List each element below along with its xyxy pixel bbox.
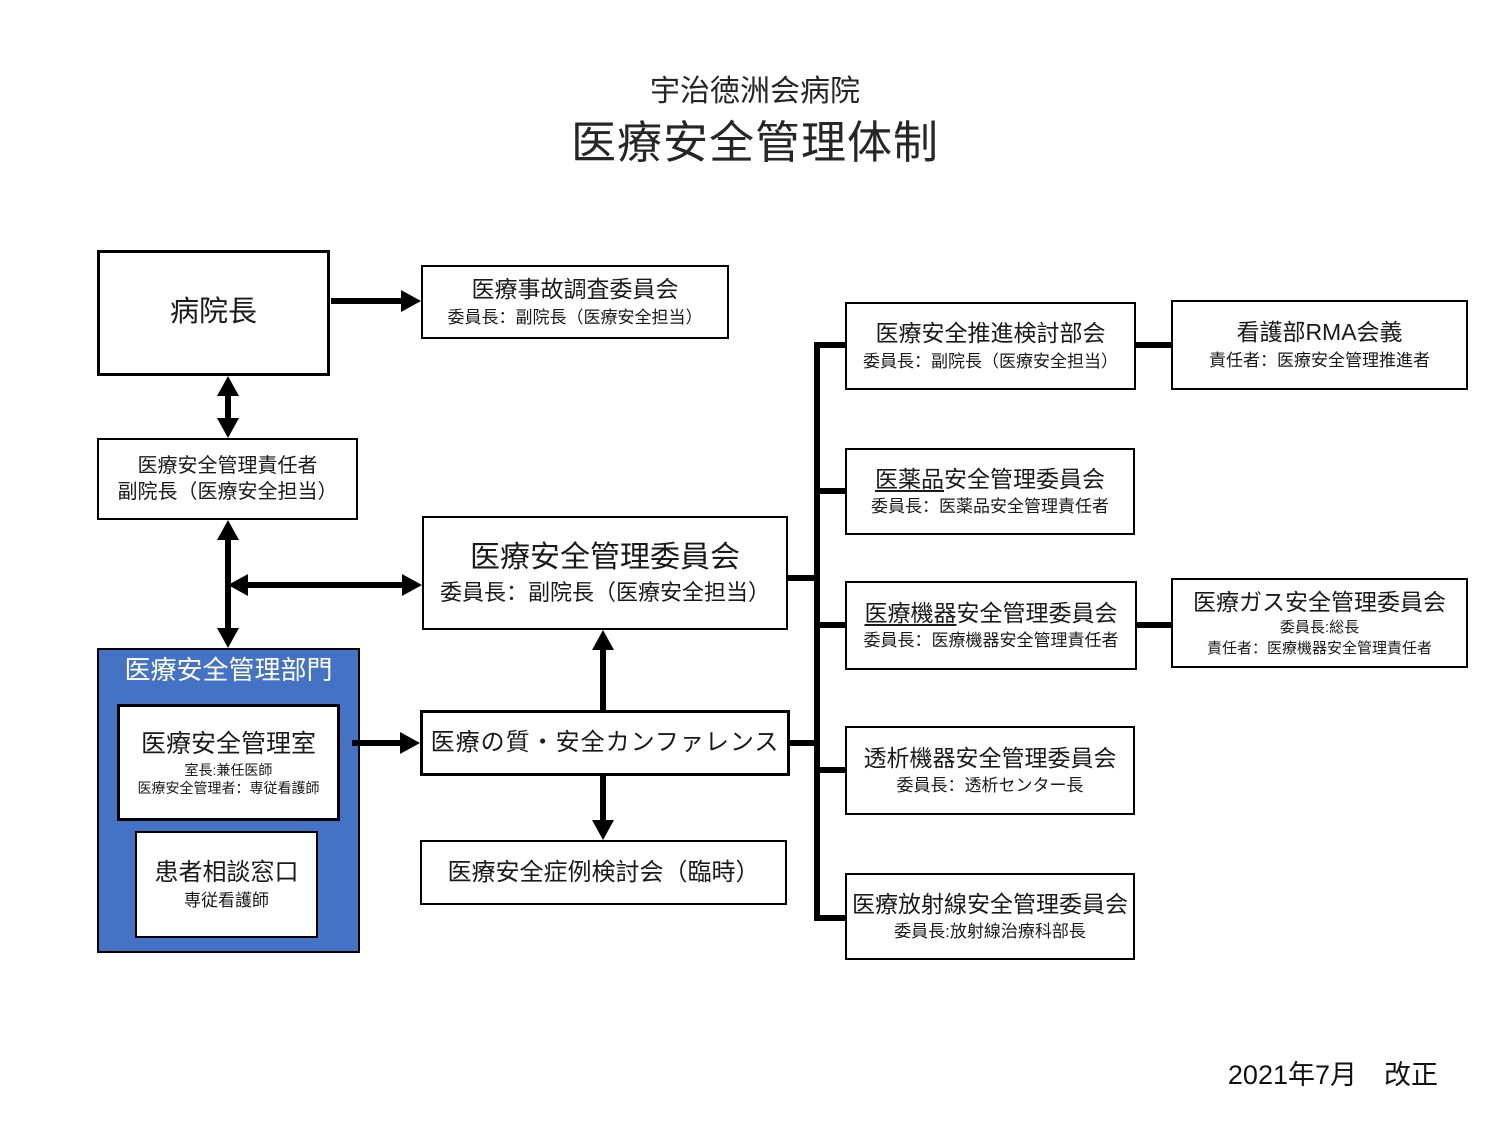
node-quality-conference-title: 医療の質・安全カンファレンス [430,729,780,757]
node-safety-office-sub2: 医療安全管理者：専従看護師 [137,780,320,797]
node-case-review-title: 医療安全症例検討会（臨時） [447,858,760,886]
connector-stub-dialysis [814,767,845,773]
connector-stub-pharmaceutical [814,488,845,494]
connector-stub-promotion [814,342,845,348]
connector-promotion-rma [1136,342,1171,348]
node-patient-consultation-title: 患者相談窓口 [154,859,299,887]
node-safety-office-title: 医療安全管理室 [140,729,316,758]
revision-note: 2021年7月 改正 [1227,1060,1438,1090]
node-patient-consultation: 患者相談窓口 専従看護師 [135,831,318,938]
arrowhead-down-division [217,628,239,648]
node-medical-gas-sub2: 責任者：医療機器安全管理責任者 [1206,639,1432,657]
arrowhead-right-committee [402,574,422,596]
connector-stub-radiation [814,915,845,921]
connector-spine [814,342,820,921]
node-accident-committee-sub: 委員長：副院長（医療安全担当） [447,307,703,327]
arrowhead-right-accident [401,290,421,312]
node-quality-conference: 医療の質・安全カンファレンス [420,710,790,776]
node-case-review: 医療安全症例検討会（臨時） [420,840,787,905]
arrowhead-down-casereview [592,820,614,840]
arrowhead-up-director [217,376,239,396]
node-accident-committee: 医療事故調査委員会 委員長：副院長（医療安全担当） [421,265,729,339]
connector-director-manager [225,390,231,424]
connector-committee-spine [788,575,816,581]
node-promotion-subcommittee: 医療安全推進検討部会 委員長：副院長（医療安全担当） [845,302,1136,390]
node-safety-office-sub1: 室長:兼任医師 [184,762,273,779]
node-pharmaceutical-title-underlined: 医薬品 [875,465,944,492]
arrowhead-up-committee [592,630,614,650]
node-dialysis-committee: 透析機器安全管理委員会 委員長：透析センター長 [845,726,1135,815]
node-management-committee: 医療安全管理委員会 委員長：副院長（医療安全担当） [422,516,788,630]
node-medical-devices-sub: 委員長：医療機器安全管理責任者 [863,631,1119,651]
node-management-committee-title: 医療安全管理委員会 [470,541,740,575]
page-title: 医療安全管理体制 [570,117,939,168]
node-medical-gas-title: 医療ガス安全管理委員会 [1193,588,1446,615]
node-nursing-rma: 看護部RMA会義 責任者：医療安全管理推進者 [1171,300,1468,390]
arrowhead-down-manager [217,418,239,438]
node-director-label: 病院長 [169,296,257,329]
node-medical-devices-title-underlined: 医療機器 [864,599,957,626]
node-radiation-committee: 医療放射線安全管理委員会 委員長:放射線治療科部長 [845,873,1135,960]
connector-conference-spine [790,740,816,746]
node-pharmaceutical-sub: 委員長：医薬品安全管理責任者 [871,497,1109,517]
connector-devices-gas [1137,622,1171,628]
connector-director-accident [331,298,403,304]
node-management-committee-sub: 委員長：副院長（医療安全担当） [439,580,770,606]
node-accident-committee-title: 医療事故調査委員会 [471,276,679,302]
node-pharmaceutical-committee: 医薬品安全管理委員会 委員長：医薬品安全管理責任者 [845,448,1135,535]
arrowhead-up-manager [217,520,239,540]
node-medical-gas-sub1: 委員長:総長 [1279,619,1360,637]
connector-conference-casereview [600,776,606,824]
connector-office-conference [352,740,402,746]
arrowhead-left-managerline [228,574,248,596]
node-safety-office: 医療安全管理室 室長:兼任医師 医療安全管理者：専従看護師 [117,704,340,821]
node-radiation-title: 医療放射線安全管理委員会 [852,890,1128,917]
node-promotion-subcommittee-sub: 委員長：副院長（医療安全担当） [863,351,1118,371]
node-medical-gas-committee: 医療ガス安全管理委員会 委員長:総長 責任者：医療機器安全管理責任者 [1171,578,1468,668]
node-safety-division-title: 医療安全管理部門 [124,655,333,685]
node-nursing-rma-title: 看護部RMA会義 [1236,319,1403,345]
node-medical-devices-committee: 医療機器安全管理委員会 委員長：医療機器安全管理責任者 [845,581,1137,670]
node-promotion-subcommittee-title: 医療安全推進検討部会 [875,320,1106,346]
node-medical-devices-title-rest: 安全管理委員会 [956,599,1118,626]
node-pharmaceutical-title-rest: 安全管理委員会 [944,465,1105,492]
connector-conference-committee [600,646,606,710]
hospital-name: 宇治徳洲会病院 [650,75,860,108]
node-patient-consultation-sub: 専従看護師 [184,890,269,910]
node-safety-manager-line2: 副院長（医療安全担当） [117,481,338,503]
connector-manager-committee [244,582,404,588]
node-radiation-sub: 委員長:放射線治療科部長 [894,922,1086,942]
arrowhead-right-conference [400,732,420,754]
node-director: 病院長 [97,250,330,376]
node-dialysis-sub: 委員長：透析センター長 [896,776,1084,796]
connector-stub-devices [814,622,845,628]
node-safety-manager-line1: 医療安全管理責任者 [137,455,318,477]
node-dialysis-title: 透析機器安全管理委員会 [863,744,1117,771]
node-safety-manager: 医療安全管理責任者 副院長（医療安全担当） [97,438,358,520]
node-nursing-rma-sub: 責任者：医療安全管理推進者 [1209,350,1430,370]
